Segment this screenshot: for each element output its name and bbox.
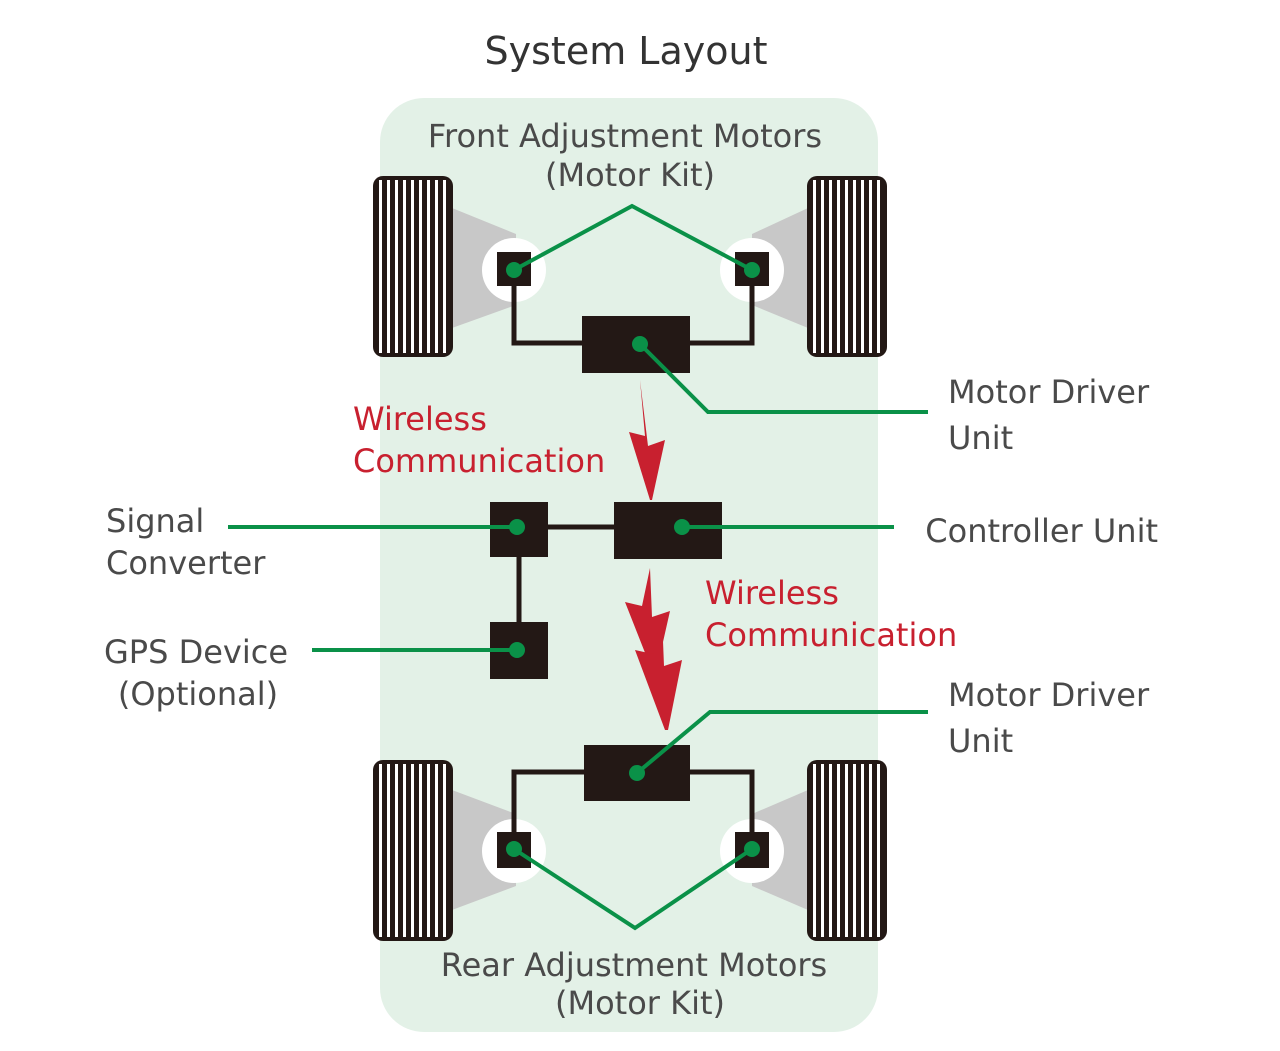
connection-dots [506,262,760,857]
wireless-bolt-upper [629,380,665,500]
motor-driver-front-label-line1: Motor Driver [948,373,1150,411]
rear-driver-leader [635,710,928,775]
front-left-tire [373,176,453,357]
rear-motors-label-line1: Rear Adjustment Motors [441,946,827,984]
signal-converter-label-line2: Converter [106,544,266,582]
controller-unit-box [614,502,722,559]
front-motors-leader [513,203,753,272]
controller-wiring [516,524,614,622]
motor-driver-rear-label-line1: Motor Driver [948,676,1150,714]
wireless-upper-label-line2: Communication [353,442,605,480]
rear-left-tire [373,760,453,941]
rear-motors-leader [512,847,754,931]
motor-driver-front-label-line2: Unit [948,419,1013,457]
front-right-tire [807,176,887,357]
gps-device-label-line2: (Optional) [118,675,278,713]
wireless-lower-label-line1: Wireless [705,574,839,612]
rear-motors-label-line2: (Motor Kit) [555,984,725,1022]
front-motors-label-line1: Front Adjustment Motors [428,117,822,155]
wireless-lower-label-line2: Communication [705,616,957,654]
wireless-bolt-lower-2 [635,616,682,730]
wireless-upper-label-line1: Wireless [353,400,487,438]
controller-unit-label: Controller Unit [925,512,1158,550]
motor-driver-rear-label-line2: Unit [948,722,1013,760]
rear-right-tire [807,760,887,941]
front-wiring [511,286,755,346]
diagram-title: System Layout [485,29,768,73]
signal-converter-label-line1: Signal [106,502,204,540]
front-driver-leader [638,342,928,414]
green-leader-lines [228,203,928,931]
front-motors-label-line2: (Motor Kit) [545,156,715,194]
rear-wiring [511,769,755,832]
gps-device-label-line1: GPS Device [104,633,288,671]
